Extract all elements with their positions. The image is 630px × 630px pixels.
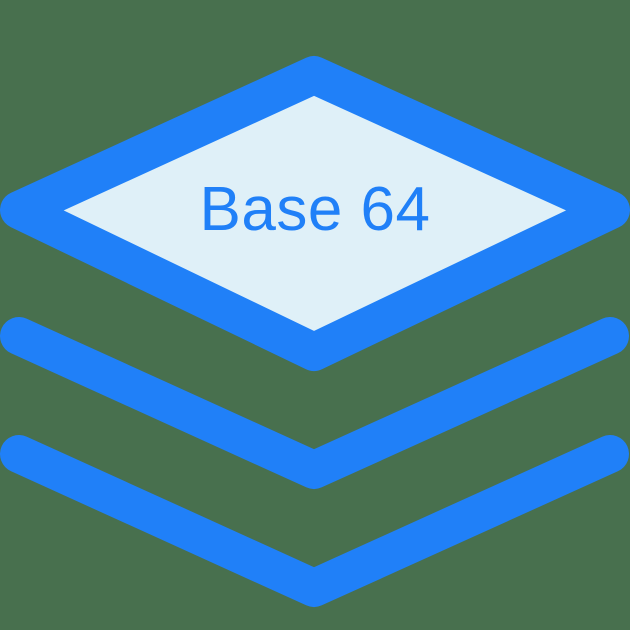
- bottom-layer-chevron: [0, 435, 629, 607]
- top-layer-diamond: [0, 56, 630, 371]
- base64-label: Base 64: [199, 175, 431, 244]
- middle-layer-chevron: [0, 317, 629, 489]
